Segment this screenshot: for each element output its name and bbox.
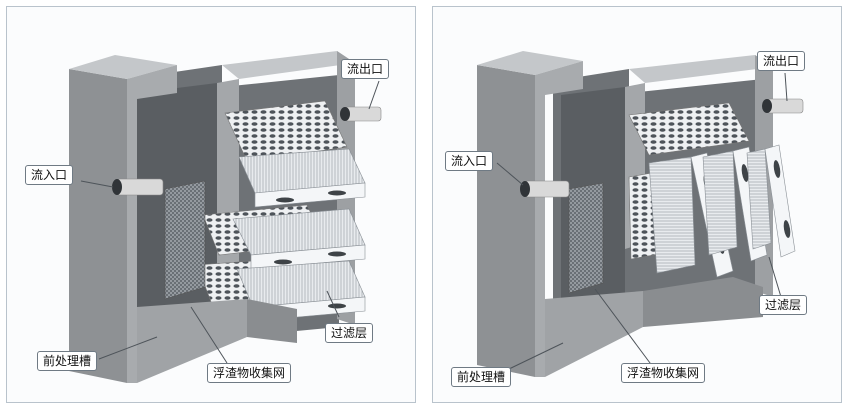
scum-net-shape (568, 182, 604, 294)
diagram-panel-right: 流出口 流入口 过滤层 前处理槽 浮渣物收集网 (432, 6, 842, 403)
tank-illustration-left (69, 51, 382, 383)
left-wall-front (477, 65, 535, 377)
left-wall-front (69, 69, 127, 383)
scum-net-shape (164, 180, 206, 300)
tank-top-rim (629, 55, 773, 83)
left-wall-side (535, 61, 583, 377)
perforated-plate-top (628, 102, 750, 156)
label-inlet: 流入口 (25, 165, 74, 185)
inlet-pipe (520, 180, 570, 198)
left-wall-top (477, 51, 583, 75)
filter-cassette-3 (746, 144, 796, 258)
diagram-panel-left: 流出口 流入口 过滤层 前处理槽 浮渣物收集网 (6, 6, 416, 403)
perforated-plate-top (224, 100, 348, 162)
inlet-pipe (112, 178, 164, 196)
left-wall-side (127, 65, 177, 383)
label-outlet: 流出口 (757, 51, 806, 71)
front-low-wall (137, 299, 247, 383)
front-floor-ledge (643, 277, 763, 327)
left-wall-top (69, 55, 177, 79)
label-scum-collection-net: 浮渣物收集网 (207, 363, 292, 383)
label-inlet: 流入口 (445, 151, 494, 171)
outlet-pipe (762, 98, 804, 114)
tank-illustration-right (477, 51, 804, 377)
filter-cassette-2 (232, 208, 366, 270)
front-low-wall (545, 291, 643, 377)
front-low-wall-side (247, 299, 297, 343)
leader-lines (80, 80, 380, 364)
leader-lines (496, 72, 788, 370)
label-outlet: 流出口 (341, 59, 390, 79)
label-pretreatment-tank: 前处理槽 (37, 351, 98, 371)
filter-cassette-1 (238, 148, 366, 208)
outlet-pipe (340, 106, 382, 122)
label-filter-layer: 过滤层 (759, 295, 808, 315)
label-filter-layer: 过滤层 (325, 323, 374, 343)
label-pretreatment-tank: 前处理槽 (451, 367, 512, 387)
label-scum-collection-net: 浮渣物收集网 (621, 363, 706, 383)
tank-top-rim (222, 51, 355, 79)
